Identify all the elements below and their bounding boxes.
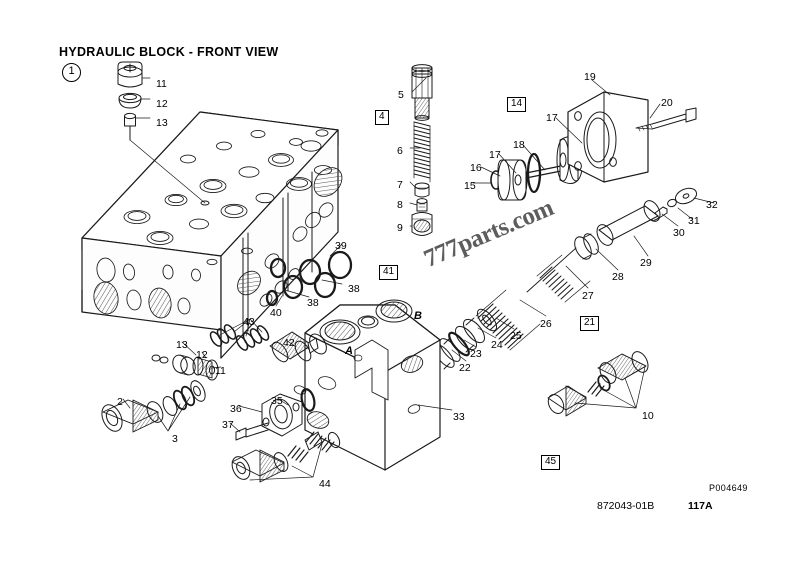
main-block-body [81,111,343,359]
callout-12: 12 [156,98,168,110]
plug-assembly-top [117,61,210,206]
callout-27: 27 [582,290,594,302]
callout-8: 8 [397,199,403,211]
leader-lines [122,77,715,433]
plug-assembly-lower [151,354,219,381]
image-code: P004649 [709,483,748,493]
valve-10 [547,351,649,417]
callout-11: 11 [215,365,226,377]
secondary-valve-block [293,299,441,471]
callout-13: 13 [156,117,168,129]
port-label-B: B [414,310,422,322]
callout-35: 35 [271,395,283,407]
callout-38: 38 [307,297,319,309]
callout-12: 12 [196,349,208,361]
callout-22: 22 [459,362,471,374]
callout-30: 30 [673,227,685,239]
callout-25: 25 [510,330,522,342]
callout-37: 37 [222,419,234,431]
callout-10: 10 [642,410,654,422]
callout-26: 26 [540,318,552,330]
cover-assembly [490,91,697,201]
callout-31: 31 [688,215,700,227]
callout-33: 33 [453,411,465,423]
callout-13: 13 [176,339,188,351]
flange-35-36-37 [235,388,316,441]
callout-15: 15 [464,180,476,192]
callout-39: 39 [335,240,347,252]
callout-5: 5 [398,89,404,101]
port-label-A: A [345,345,353,357]
section-marker-45: 45 [541,455,561,470]
section-marker-41: 41 [379,265,399,280]
section-marker-14: 14 [507,97,527,112]
callout-38: 38 [348,283,360,295]
valve-44 [231,431,341,483]
callout-44: 44 [319,478,331,490]
callout-24: 24 [491,339,503,351]
callout-3: 3 [172,433,178,445]
valve-2-3 [101,380,206,433]
callout-36: 36 [230,403,242,415]
callout-23: 23 [470,348,482,360]
callout-2: 2 [117,396,123,408]
callout-43: 43 [243,316,255,328]
callout-9: 9 [397,222,403,234]
callout-40: 40 [270,307,282,319]
callout-11: 11 [156,78,167,90]
spool-spring-assembly [433,200,661,370]
section-marker-1: 1 [62,63,81,82]
callout-29: 29 [640,257,652,269]
drawing-number: 872043-01B [597,500,655,512]
callout-28: 28 [612,271,624,283]
cartridge-42-43 [209,324,327,363]
relief-valve-column [411,64,433,236]
page-title: HYDRAULIC BLOCK - FRONT VIEW [59,45,279,59]
callout-19: 19 [584,71,596,83]
section-marker-4: 4 [375,110,389,125]
callout-17: 17 [489,149,501,161]
callout-6: 6 [397,145,403,157]
callout-42: 42 [283,337,295,349]
callout-32: 32 [706,199,718,211]
callout-17: 17 [546,112,558,124]
page-code: 117A [688,500,713,512]
callout-18: 18 [513,139,525,151]
callout-20: 20 [661,97,673,109]
section-marker-21: 21 [580,316,600,331]
callout-7: 7 [397,179,403,191]
callout-16: 16 [470,162,482,174]
oring-group [265,250,353,307]
